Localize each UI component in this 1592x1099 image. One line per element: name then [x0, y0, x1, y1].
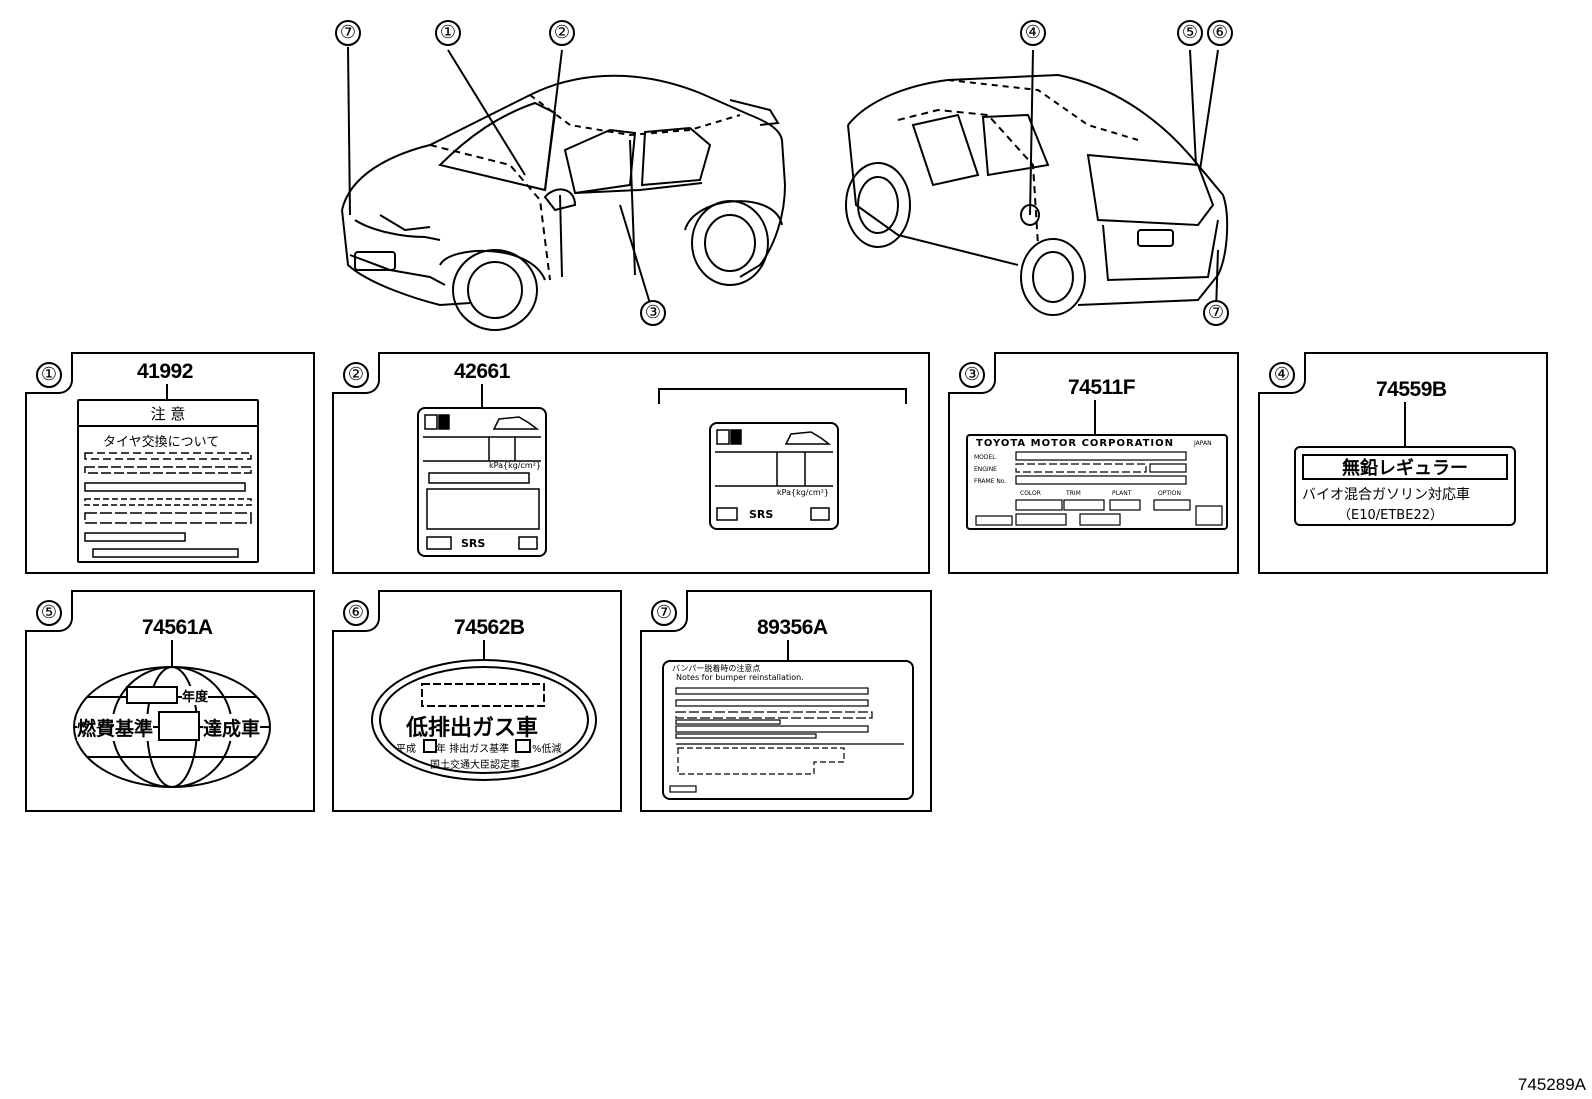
- part-number: 74562B: [454, 616, 525, 639]
- manufacturer-text: TOYOTA MOTOR CORPORATION: [976, 438, 1175, 449]
- low-emission-text: 低排出ガス車: [406, 716, 539, 741]
- pressure-unit: kPa{kg/cm²}: [777, 488, 829, 497]
- panel-7: ⑦ 89356A バンパー脱着時の注意点 Notes for bumper re…: [640, 590, 932, 812]
- part-number: 41992: [137, 360, 193, 383]
- panel-2: ② 42661 kPa{kg/cm²} SRS: [332, 352, 930, 574]
- fiscal-year-text: 年度: [182, 686, 209, 705]
- panel-3: ③ 74511F TOYOTA MOTOR CORPORATION JAPAN …: [948, 352, 1239, 574]
- panel-5: ⑤ 74561A 年度 燃費基準 達成車: [25, 590, 315, 812]
- front-vehicle-illustration: [341, 46, 787, 331]
- panel-index: ⑥: [343, 600, 369, 626]
- panel-4: ④ 74559B 無鉛レギュラー バイオ混合ガソリン対応車 （E10/ETBE2…: [1258, 352, 1548, 574]
- label-74511f: TOYOTA MOTOR CORPORATION JAPAN MODEL ENG…: [966, 434, 1228, 530]
- panel-tab: [25, 590, 73, 632]
- plant-field-label: PLANT: [1112, 490, 1132, 497]
- srs-text: SRS: [749, 508, 774, 521]
- label-subtitle: タイヤ交換について: [103, 435, 220, 450]
- panel-2-lines: [481, 384, 907, 407]
- callout-7-front: ⑦: [335, 20, 361, 46]
- callout-3-front: ③: [640, 300, 666, 326]
- achieved-text: 達成車: [203, 714, 261, 741]
- panel-6: ⑥ 74562B 低排出ガス車 平成 年 排出ガス基準 %低減 国土交通大臣認定…: [332, 590, 622, 812]
- label-74559b: 無鉛レギュラー バイオ混合ガソリン対応車 （E10/ETBE22）: [1294, 446, 1516, 526]
- notice-placeholder-lines: [669, 687, 904, 793]
- panel-index: ⑤: [36, 600, 62, 626]
- option-field-label: OPTION: [1158, 490, 1181, 497]
- diagram-code: 745289A: [1517, 1075, 1586, 1094]
- rear-vehicle-illustration: [845, 49, 1229, 316]
- emission-standard-text: 年 排出ガス基準: [436, 744, 510, 755]
- panel-index: ③: [959, 362, 985, 388]
- ministry-certified-text: 国土交通大臣認定車: [430, 760, 520, 771]
- callout-5-rear: ⑤: [1177, 20, 1203, 46]
- fuel-standard-text: 燃費基準: [77, 714, 154, 741]
- part-number: 74559B: [1376, 378, 1447, 401]
- callout-6-rear: ⑥: [1207, 20, 1233, 46]
- bumper-notice-en: Notes for bumper reinstallation.: [676, 673, 804, 682]
- part-number: 74561A: [142, 616, 213, 639]
- part-number: 89356A: [757, 616, 828, 639]
- trim-field-label: TRIM: [1066, 490, 1081, 497]
- fuel-type-box: 無鉛レギュラー: [1302, 454, 1508, 480]
- callout-2-front: ②: [549, 20, 575, 46]
- panel-index: ①: [36, 362, 62, 388]
- label-header: 注 意: [79, 401, 257, 427]
- leader-line: [1094, 400, 1096, 434]
- bio-fuel-text: バイオ混合ガソリン対応車: [1302, 487, 1470, 503]
- engine-field-label: ENGINE: [974, 466, 997, 473]
- callout-7-rear: ⑦: [1203, 300, 1229, 326]
- panel-1: ① 41992 注 意 タイヤ交換について: [25, 352, 315, 574]
- tire-label-graphics: [423, 414, 541, 550]
- pressure-unit: kPa{kg/cm²}: [489, 461, 541, 470]
- panel-index: ④: [1269, 362, 1295, 388]
- label-89356a: バンパー脱着時の注意点 Notes for bumper reinstallat…: [662, 660, 914, 800]
- globe-emblem: [73, 640, 271, 788]
- panel-index: ⑦: [651, 600, 677, 626]
- blend-ratio-text: （E10/ETBE22）: [1338, 508, 1443, 523]
- leader-line: [166, 384, 168, 399]
- callout-4-rear: ④: [1020, 20, 1046, 46]
- label-41992: 注 意 タイヤ交換について: [77, 399, 259, 563]
- tire-label-graphics: [715, 429, 833, 521]
- part-number: 74511F: [1068, 376, 1136, 399]
- reduction-text: %低減: [532, 744, 562, 755]
- tire-pressure-label-a: kPa{kg/cm²} SRS: [417, 407, 547, 557]
- country-text: JAPAN: [1194, 440, 1212, 447]
- bumper-notice-jp: バンパー脱着時の注意点: [672, 664, 761, 673]
- frame-field-label: FRAME No.: [974, 478, 1007, 485]
- srs-text: SRS: [461, 537, 486, 550]
- emission-emblem: [371, 640, 597, 781]
- part-number: 42661: [454, 360, 510, 383]
- leader-line: [787, 640, 789, 660]
- model-field-label: MODEL: [974, 454, 996, 461]
- text-placeholder-lines: [84, 452, 252, 558]
- leader-line: [1404, 402, 1406, 446]
- panel-index: ②: [343, 362, 369, 388]
- tire-pressure-label-b: kPa{kg/cm²} SRS: [709, 422, 839, 530]
- heisei-text: 平成: [396, 744, 416, 755]
- color-field-label: COLOR: [1020, 490, 1041, 497]
- plate-fields: [975, 451, 1223, 526]
- callout-1-front: ①: [435, 20, 461, 46]
